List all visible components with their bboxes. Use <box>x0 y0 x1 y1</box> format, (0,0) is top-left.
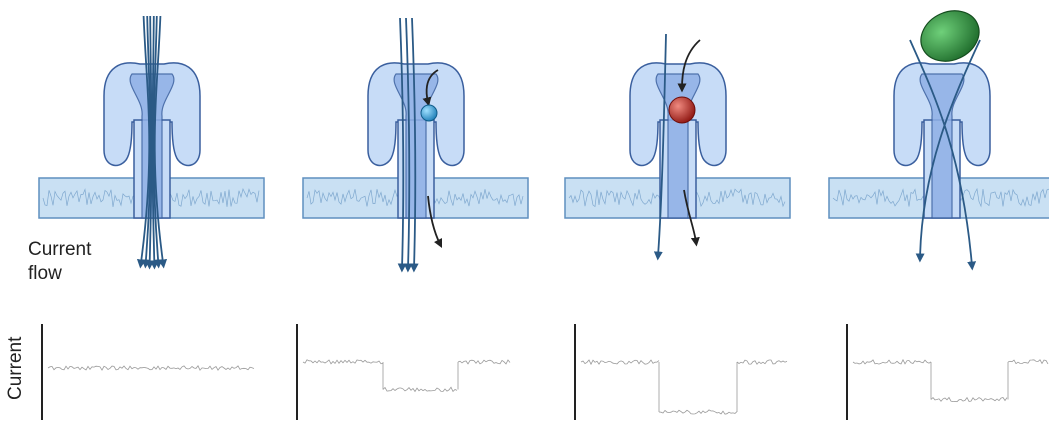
current-trace-2 <box>303 360 510 392</box>
current-flow-label-line1: Current <box>28 238 108 262</box>
blue-molecule <box>421 105 437 121</box>
panel-4 <box>829 2 1049 266</box>
panel-1 <box>39 16 264 265</box>
trace-segment <box>581 360 659 364</box>
trace-segment <box>303 360 383 364</box>
trace-segment <box>659 410 737 414</box>
red-molecule <box>669 97 695 123</box>
trace-segment <box>1008 360 1048 364</box>
trace-segment <box>737 360 787 364</box>
current-trace-1 <box>48 366 254 370</box>
trace-segment <box>383 387 457 391</box>
trace-segment <box>931 398 1007 402</box>
panel-3 <box>565 34 790 256</box>
trace-segment <box>458 360 510 364</box>
current-trace-4 <box>853 360 1048 402</box>
current-axis-label: Current <box>4 320 28 400</box>
current-flow-label: Current flow <box>28 238 108 286</box>
current-flow-label-line2: flow <box>28 262 108 286</box>
trace-segment <box>48 366 254 370</box>
current-trace-3 <box>581 360 787 414</box>
green-molecule <box>913 2 988 71</box>
trace-segment <box>853 360 931 364</box>
panel-2 <box>303 18 528 268</box>
